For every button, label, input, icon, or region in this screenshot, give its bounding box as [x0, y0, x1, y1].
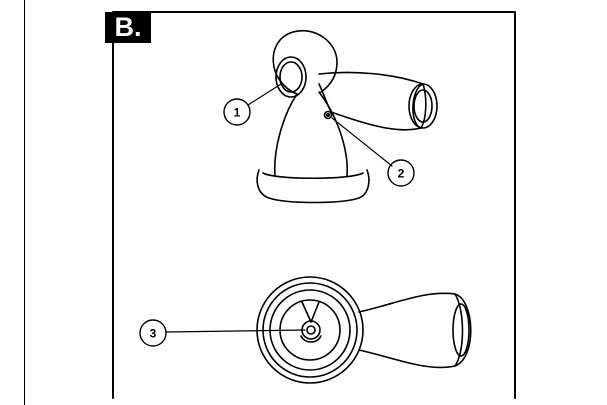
- callout-3: [139, 319, 306, 347]
- callout-1: [223, 83, 282, 126]
- faucet-handle-diagram: 1 2 3: [112, 11, 516, 399]
- panel-label: B.: [105, 12, 151, 43]
- lever-end-cap: [408, 83, 438, 129]
- figure-panel-b: 1 2 3 B.: [105, 0, 520, 405]
- lever-arm: [318, 71, 427, 131]
- escutcheon-outer: [256, 276, 364, 384]
- panel-frame: [112, 11, 516, 399]
- set-screw: [323, 110, 333, 120]
- handle-head: [272, 29, 338, 95]
- index-button: [275, 56, 307, 98]
- lever-arm-top: [358, 292, 472, 369]
- callout-2-number: 2: [398, 167, 405, 181]
- bell-body: [273, 91, 348, 177]
- page-margin-rule: [24, 0, 25, 405]
- callout-1-number: 1: [234, 106, 241, 120]
- base-flange: [256, 169, 370, 204]
- callout-2: [331, 117, 415, 187]
- handle-side-view: [256, 29, 438, 204]
- callout-3-number: 3: [150, 327, 157, 341]
- retaining-clip: [301, 301, 320, 323]
